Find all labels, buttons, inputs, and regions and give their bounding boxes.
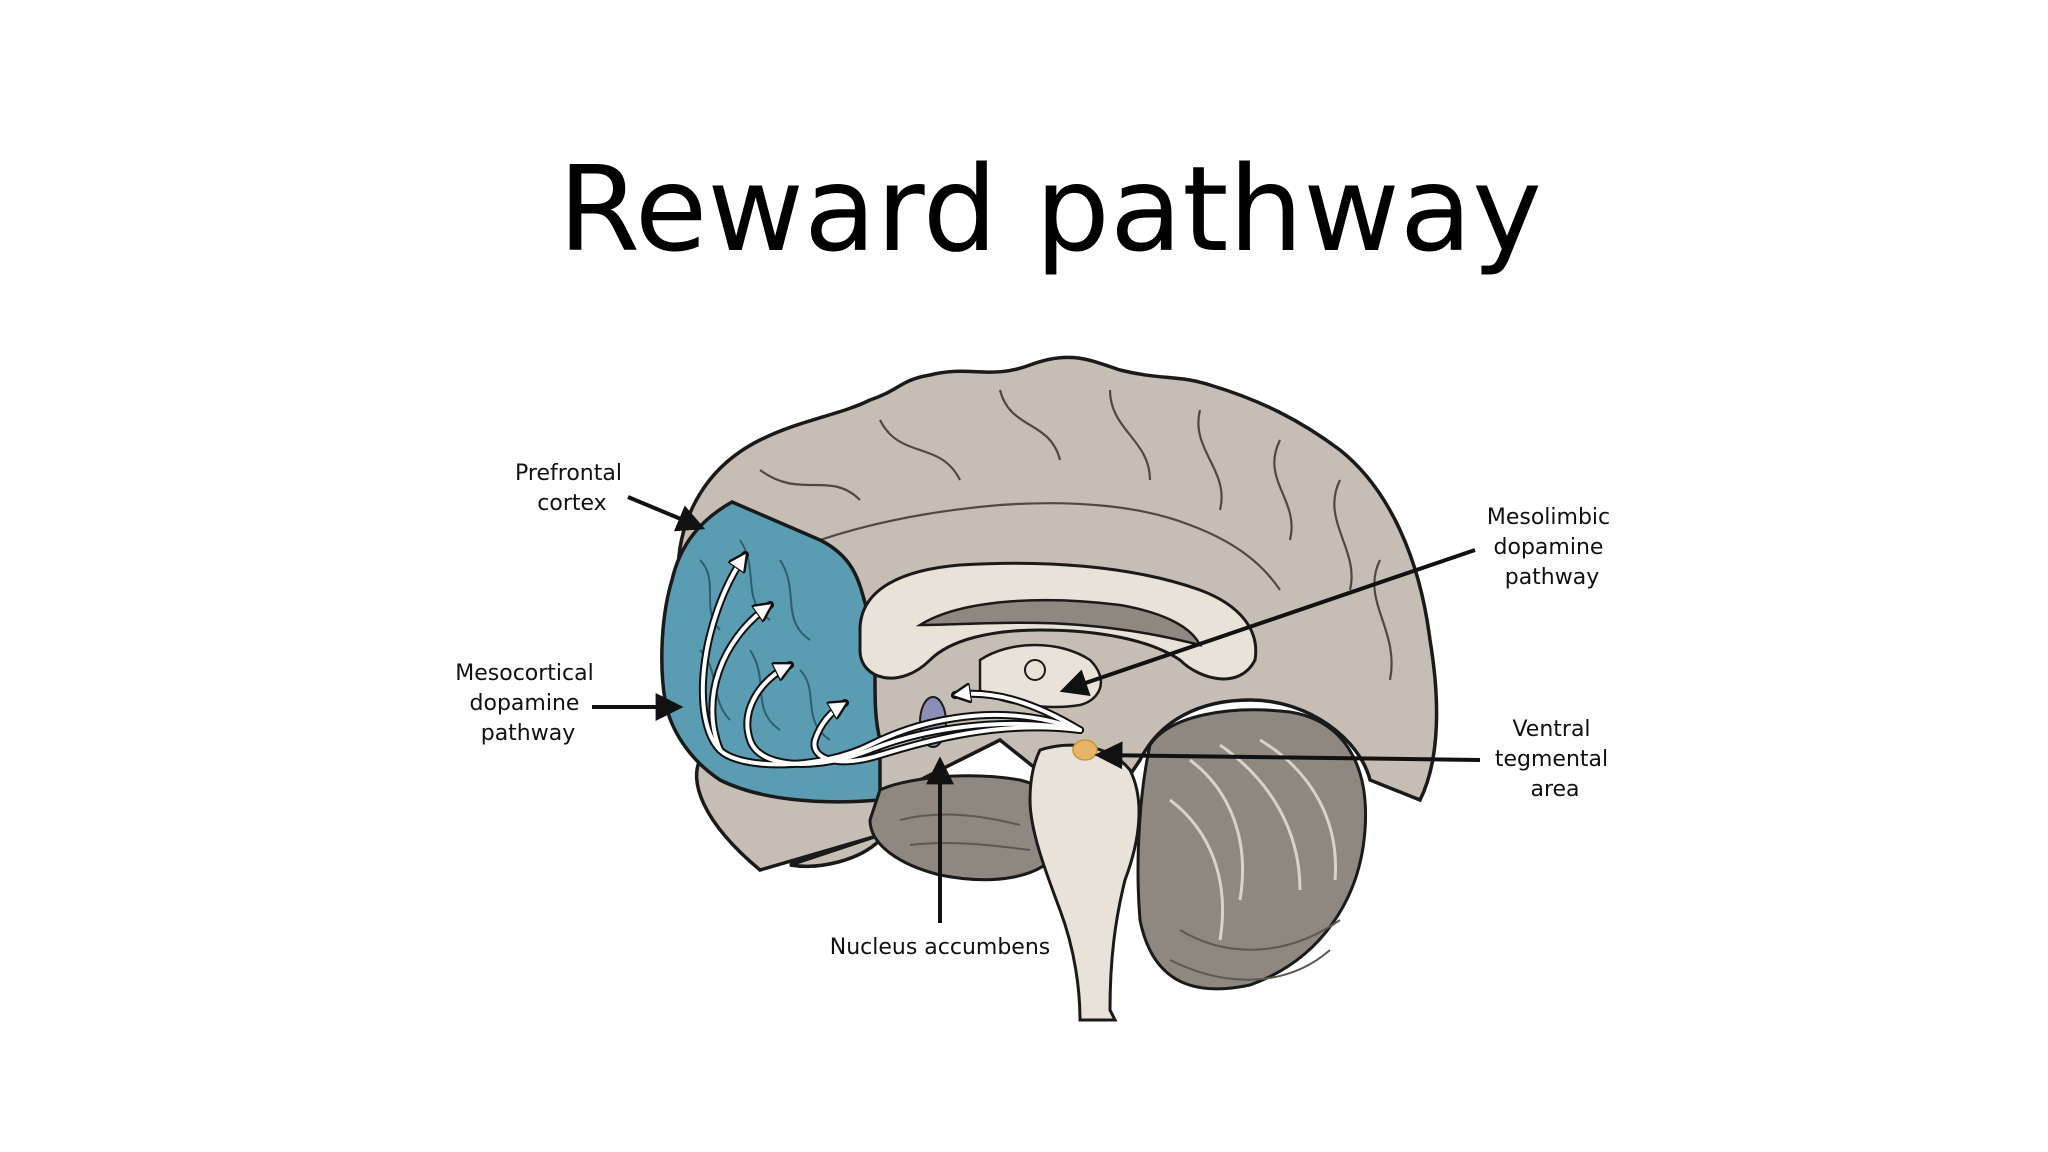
label-ventral-tegmental-area: Ventral tegmental area: [1495, 717, 1615, 802]
label-prefrontal-cortex: Prefrontal cortex: [515, 461, 629, 516]
label-mesolimbic-pathway: Mesolimbic dopamine pathway: [1487, 505, 1617, 590]
cerebellum: [1136, 708, 1368, 991]
label-mesocortical-pathway: Mesocortical dopamine pathway: [455, 661, 600, 746]
temporal-lobe: [868, 774, 1066, 882]
label-nucleus-accumbens: Nucleus accumbens: [830, 935, 1051, 960]
brainstem: [1028, 743, 1141, 1022]
dopamine-pathway-arrows: [698, 555, 1084, 769]
label-arrows: [592, 495, 1481, 923]
corpus-callosum: [858, 561, 1258, 681]
slide-title: Reward pathway: [558, 140, 1542, 278]
ventral-tegmental-area: [1072, 739, 1098, 761]
